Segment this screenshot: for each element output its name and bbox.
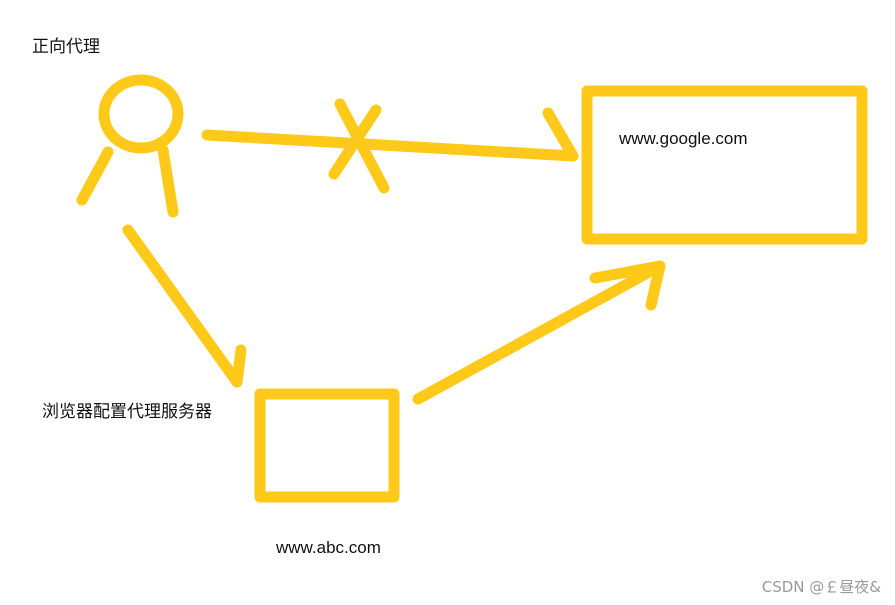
- cross-mark-icon: [328, 98, 390, 194]
- blocked-direct-arrow: [201, 107, 579, 162]
- user-left-leg: [76, 146, 114, 206]
- proxy-to-google-head: [589, 260, 666, 311]
- google-server-box: [581, 85, 868, 245]
- user-to-proxy-line: [122, 224, 243, 388]
- proxy-server-box: [254, 388, 400, 503]
- direct-arrow-head: [542, 107, 579, 162]
- direct-arrow-line: [201, 129, 579, 162]
- proxy-to-google-arrow: [412, 260, 666, 405]
- proxy-config-label: 浏览器配置代理服务器: [42, 402, 212, 422]
- user-right-leg: [157, 144, 179, 218]
- user-icon: [76, 74, 184, 218]
- watermark: CSDN @￡昼夜&: [761, 578, 881, 596]
- user-to-proxy-arrow: [122, 224, 247, 388]
- user-to-proxy-head: [231, 344, 247, 388]
- diagram-title: 正向代理: [32, 37, 100, 57]
- proxy-to-google-line: [412, 260, 666, 405]
- google-site-label: www.google.com: [619, 129, 748, 148]
- user-head: [98, 74, 184, 154]
- proxy-site-label: www.abc.com: [276, 538, 381, 557]
